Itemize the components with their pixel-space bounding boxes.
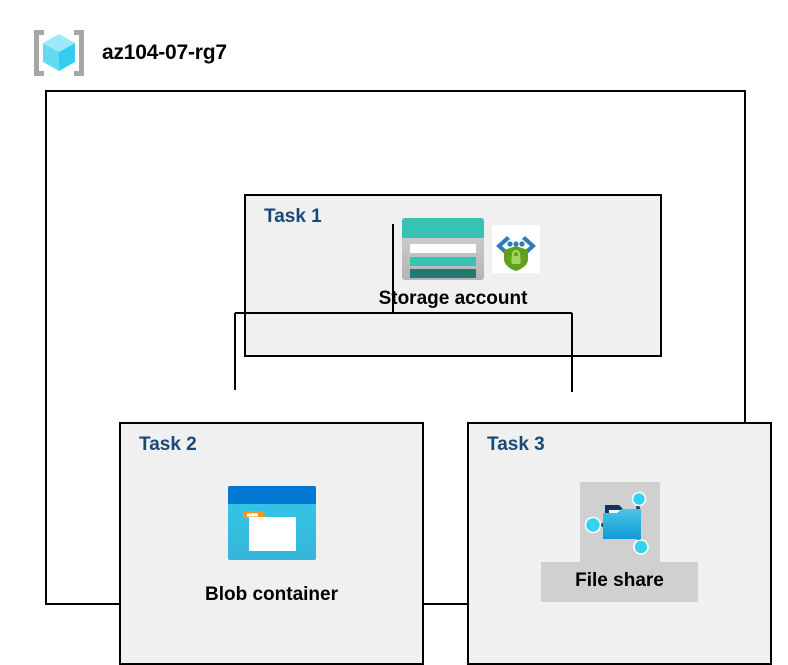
security-shield-icon (492, 225, 540, 273)
resource-group-boundary: Task 1 (45, 90, 772, 665)
resource-group-icon (34, 30, 84, 76)
task-3-box: Task 3 (467, 422, 772, 665)
file-share-icon (584, 491, 649, 555)
resource-group-title: az104-07-rg7 (102, 41, 227, 64)
blob-container-icon (227, 486, 316, 560)
storage-account-icon (402, 218, 484, 280)
task-1-label: Task 1 (264, 206, 322, 227)
storage-icon-row (400, 216, 540, 282)
task-2-label: Task 2 (139, 434, 197, 455)
file-share-highlight-icon (579, 482, 660, 562)
task-3-label: Task 3 (487, 434, 545, 455)
node-file-share[interactable]: File share (469, 482, 770, 602)
file-share-caption: File share (575, 570, 664, 591)
resource-group-header: az104-07-rg7 (30, 27, 227, 79)
file-share-highlight-caption: File share (541, 562, 698, 602)
storage-account-caption: Storage account (378, 288, 528, 309)
task-1-box: Task 1 (244, 194, 662, 357)
blob-container-caption: Blob container (204, 584, 338, 605)
node-storage-account[interactable]: Storage account (246, 216, 660, 310)
task-2-box: Task 2 Blob container (119, 422, 424, 665)
node-blob-container[interactable]: Blob container (121, 484, 422, 606)
